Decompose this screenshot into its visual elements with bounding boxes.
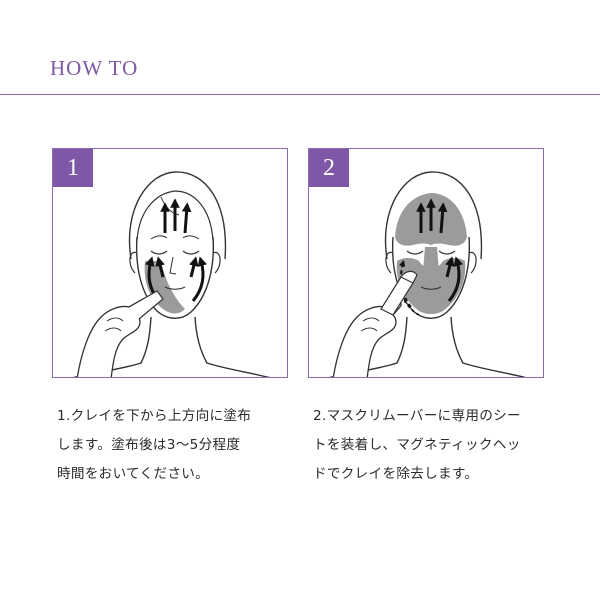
step-1-badge: 1 [53, 149, 93, 187]
step-2-illustration [328, 171, 527, 377]
step-2-badge: 2 [309, 149, 349, 187]
step-2-description: 2.マスクリムーバーに専用のシー トを装着し、マグネティックヘッ ドでクレイを除… [313, 408, 521, 482]
header-divider [0, 94, 600, 95]
step-1-illustration [72, 171, 271, 377]
step-1-description: 1.クレイを下から上方向に塗布 します。塗布後は3〜5分程度 時間をおいてくださ… [57, 408, 252, 482]
page-title: HOW TO [50, 56, 139, 80]
step-2-panel: 2 [308, 148, 544, 378]
step-1-panel: 1 [52, 148, 288, 378]
